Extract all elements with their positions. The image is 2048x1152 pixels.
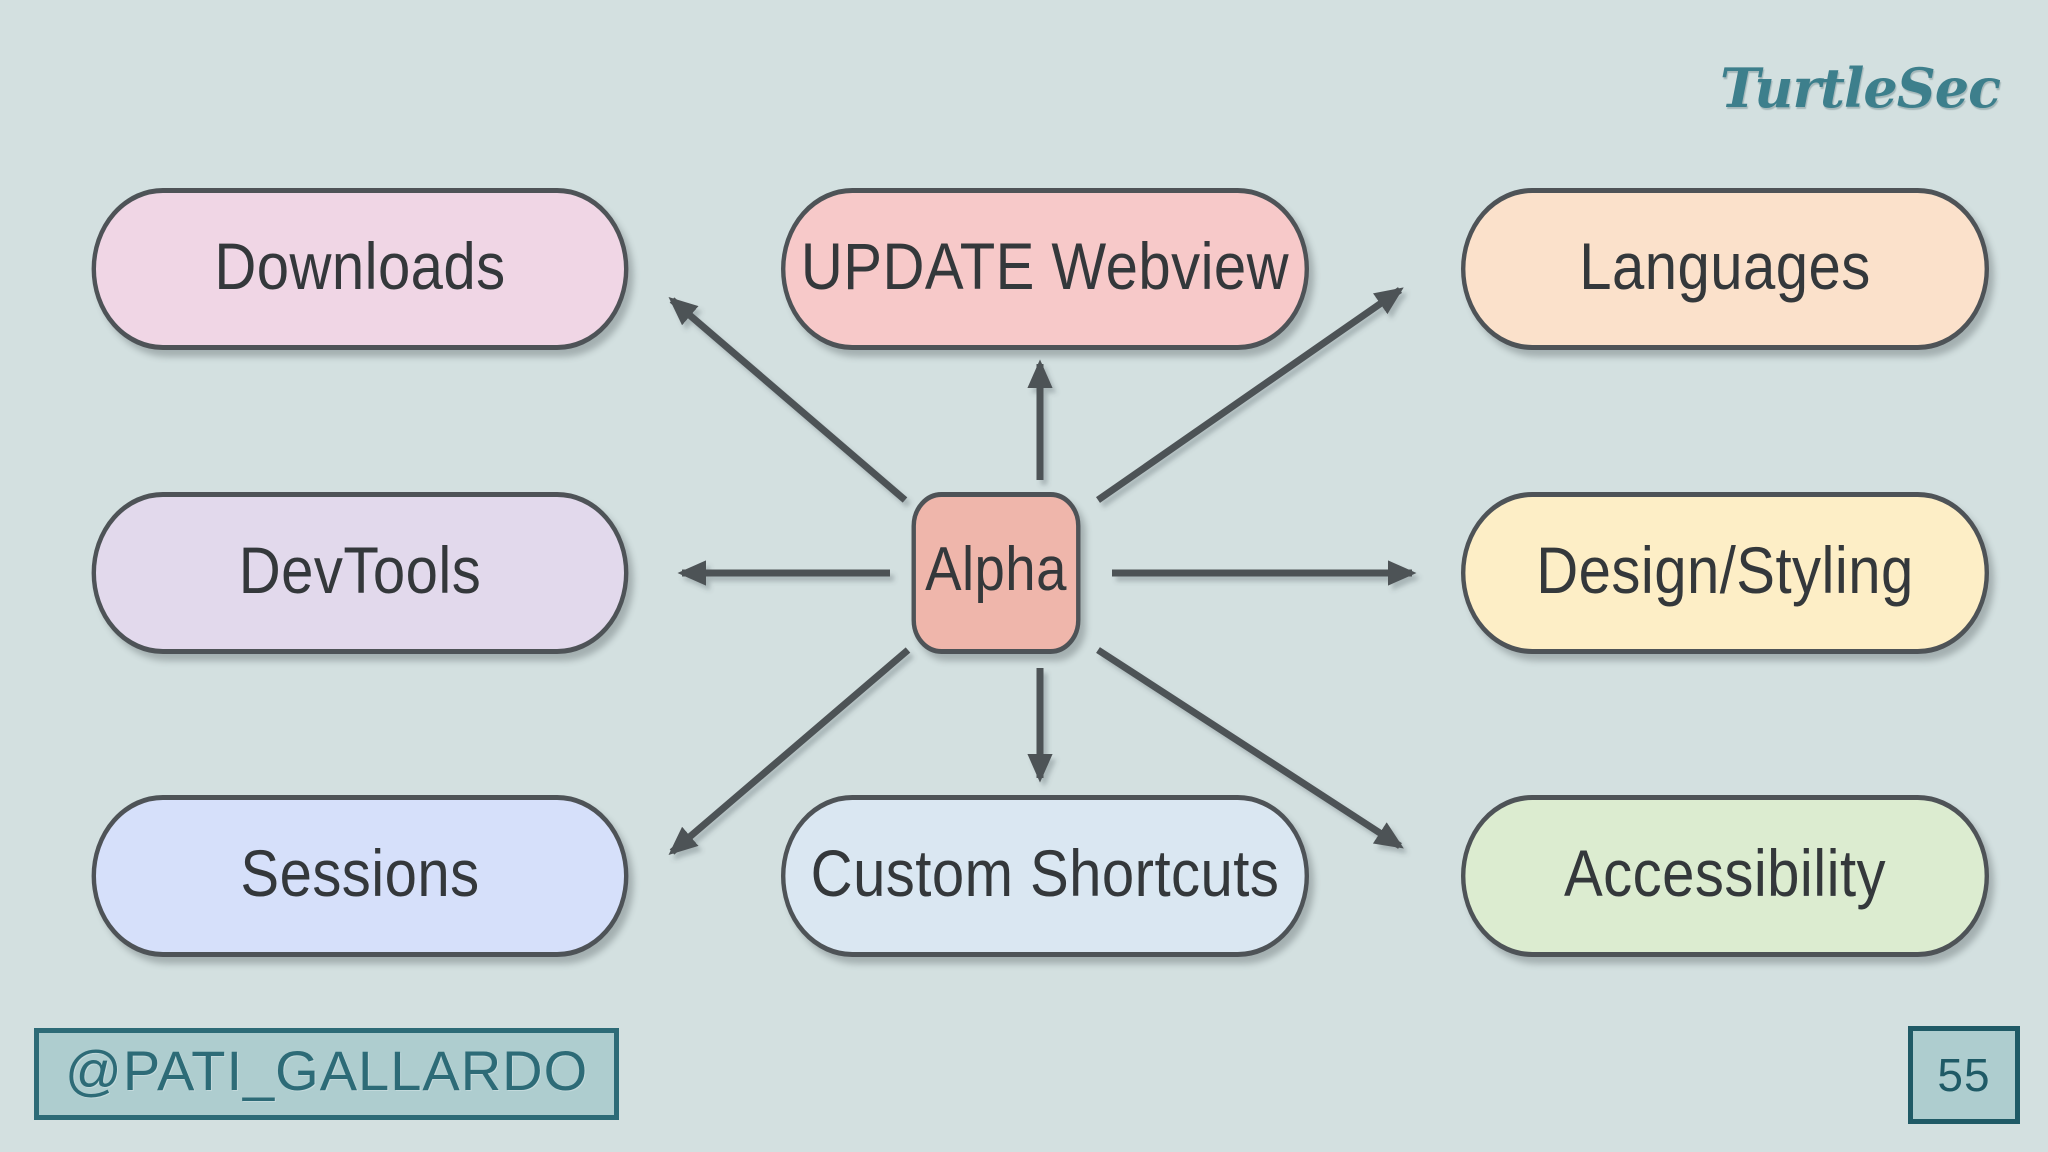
node-label-languages: Languages [1579,229,1871,303]
node-downloads[interactable]: Downloads [91,188,629,350]
turtlesec-logo: TurtleSec [1720,56,2001,120]
node-alpha-center[interactable]: Alpha [911,492,1081,654]
node-label-update-webview: UPDATE Webview [800,229,1290,303]
node-design-styling[interactable]: Design/Styling [1461,492,1989,654]
node-label-accessibility: Accessibility [1563,836,1887,910]
node-custom-shortcuts[interactable]: Custom Shortcuts [781,795,1309,957]
node-label-alpha: Alpha [925,535,1067,604]
node-label-custom-shortcuts: Custom Shortcuts [810,836,1280,910]
node-label-design-styling: Design/Styling [1536,533,1914,607]
node-accessibility[interactable]: Accessibility [1461,795,1989,957]
node-update-webview[interactable]: UPDATE Webview [781,188,1309,350]
node-label-downloads: Downloads [214,229,506,303]
node-label-sessions: Sessions [240,836,480,910]
node-label-devtools: DevTools [238,533,482,607]
node-devtools[interactable]: DevTools [91,492,629,654]
node-sessions[interactable]: Sessions [91,795,629,957]
speaker-handle-badge: @PATI_GALLARDO [34,1028,620,1120]
node-languages[interactable]: Languages [1461,188,1989,350]
page-number-badge: 55 [1908,1026,2020,1124]
